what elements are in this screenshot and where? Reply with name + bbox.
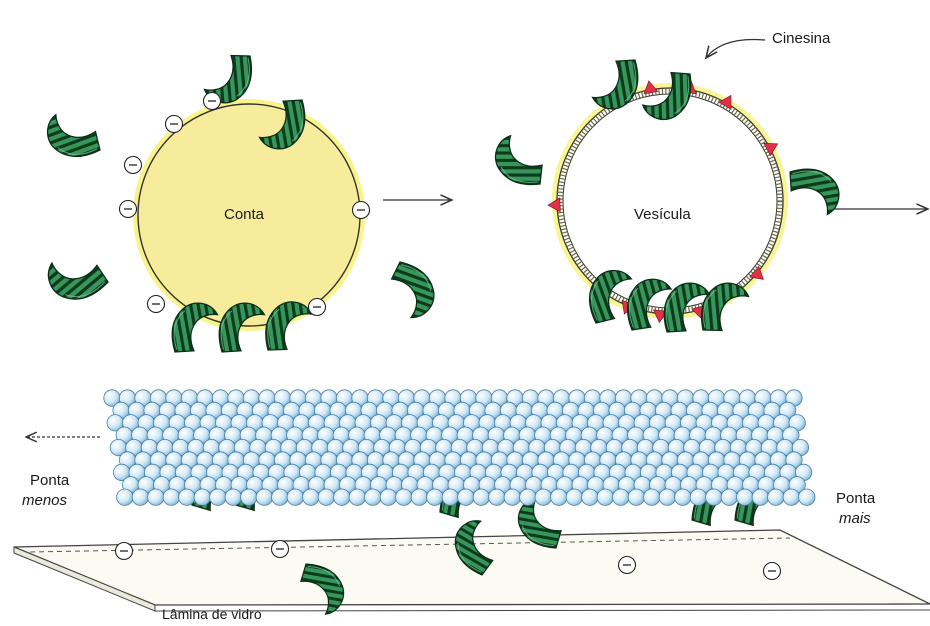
tubulin-subunit: [737, 489, 753, 505]
tubulin-subunit: [334, 489, 350, 505]
tubulin-subunit: [458, 489, 474, 505]
tubulin-subunit: [582, 489, 598, 505]
tubulin-subunit: [597, 489, 613, 505]
minus-end-label-line2: menos: [22, 492, 67, 509]
tubulin-subunit: [628, 489, 644, 505]
tubulin-subunit: [179, 489, 195, 505]
plus-end-label-line2: mais: [839, 510, 871, 527]
tubulin-subunit: [520, 489, 536, 505]
tubulin-subunit: [427, 489, 443, 505]
negative-charge: [272, 541, 289, 558]
tubulin-subunit: [690, 489, 706, 505]
bead-kinesin: [382, 261, 442, 323]
negative-charge: [116, 543, 133, 560]
tubulin-subunit: [225, 489, 241, 505]
negative-charge: [353, 202, 370, 219]
negative-charge: [148, 296, 165, 313]
negative-charge: [764, 563, 781, 580]
tubulin-subunit: [365, 489, 381, 505]
glass-slide-label: Lâmina de vidro: [162, 606, 262, 622]
negative-charge: [120, 201, 137, 218]
tubulin-subunit: [783, 489, 799, 505]
tubulin-subunit: [473, 489, 489, 505]
negative-charge: [125, 157, 142, 174]
bead-kinesin: [40, 242, 110, 313]
tubulin-subunit: [117, 489, 133, 505]
tubulin-subunit: [535, 489, 551, 505]
tubulin-subunit: [256, 489, 272, 505]
bead-label: Conta: [224, 206, 264, 223]
tubulin-subunit: [659, 489, 675, 505]
tubulin-subunit: [163, 489, 179, 505]
tubulin-subunit: [613, 489, 629, 505]
tubulin-subunit: [411, 489, 427, 505]
negative-charge: [619, 557, 636, 574]
negative-charge: [204, 93, 221, 110]
tubulin-subunit: [489, 489, 505, 505]
tubulin-subunit: [287, 489, 303, 505]
microtubule: [104, 390, 815, 506]
vesicle-label: Vesícula: [634, 206, 691, 223]
plus-end-label-line1: Ponta: [836, 490, 875, 507]
tubulin-subunit: [318, 489, 334, 505]
tubulin-subunit: [272, 489, 288, 505]
tubulin-subunit: [675, 489, 691, 505]
vesicle-kinesin: [496, 136, 543, 185]
tubulin-subunit: [551, 489, 567, 505]
minus-end-label-line1: Ponta: [30, 472, 69, 489]
tubulin-subunit: [504, 489, 520, 505]
negative-charge: [309, 299, 326, 316]
bead-kinesin: [42, 104, 102, 166]
negative-charge: [166, 116, 183, 133]
tubulin-subunit: [721, 489, 737, 505]
tubulin-subunit: [566, 489, 582, 505]
tubulin-subunit: [349, 489, 365, 505]
tubulin-subunit: [706, 489, 722, 505]
tubulin-subunit: [303, 489, 319, 505]
tubulin-subunit: [396, 489, 412, 505]
tubulin-subunit: [768, 489, 784, 505]
tubulin-subunit: [380, 489, 396, 505]
tubulin-subunit: [644, 489, 660, 505]
kinesin-pointer: [706, 40, 765, 58]
tubulin-subunit: [241, 489, 257, 505]
tubulin-subunit: [799, 489, 815, 505]
vesicle-kinesin: [788, 164, 842, 220]
tubulin-subunit: [132, 489, 148, 505]
kinesin-label: Cinesina: [772, 30, 830, 47]
tubulin-subunit: [752, 489, 768, 505]
tubulin-subunit: [148, 489, 164, 505]
tubulin-subunit: [442, 489, 458, 505]
tubulin-subunit: [210, 489, 226, 505]
tubulin-subunit: [194, 489, 210, 505]
